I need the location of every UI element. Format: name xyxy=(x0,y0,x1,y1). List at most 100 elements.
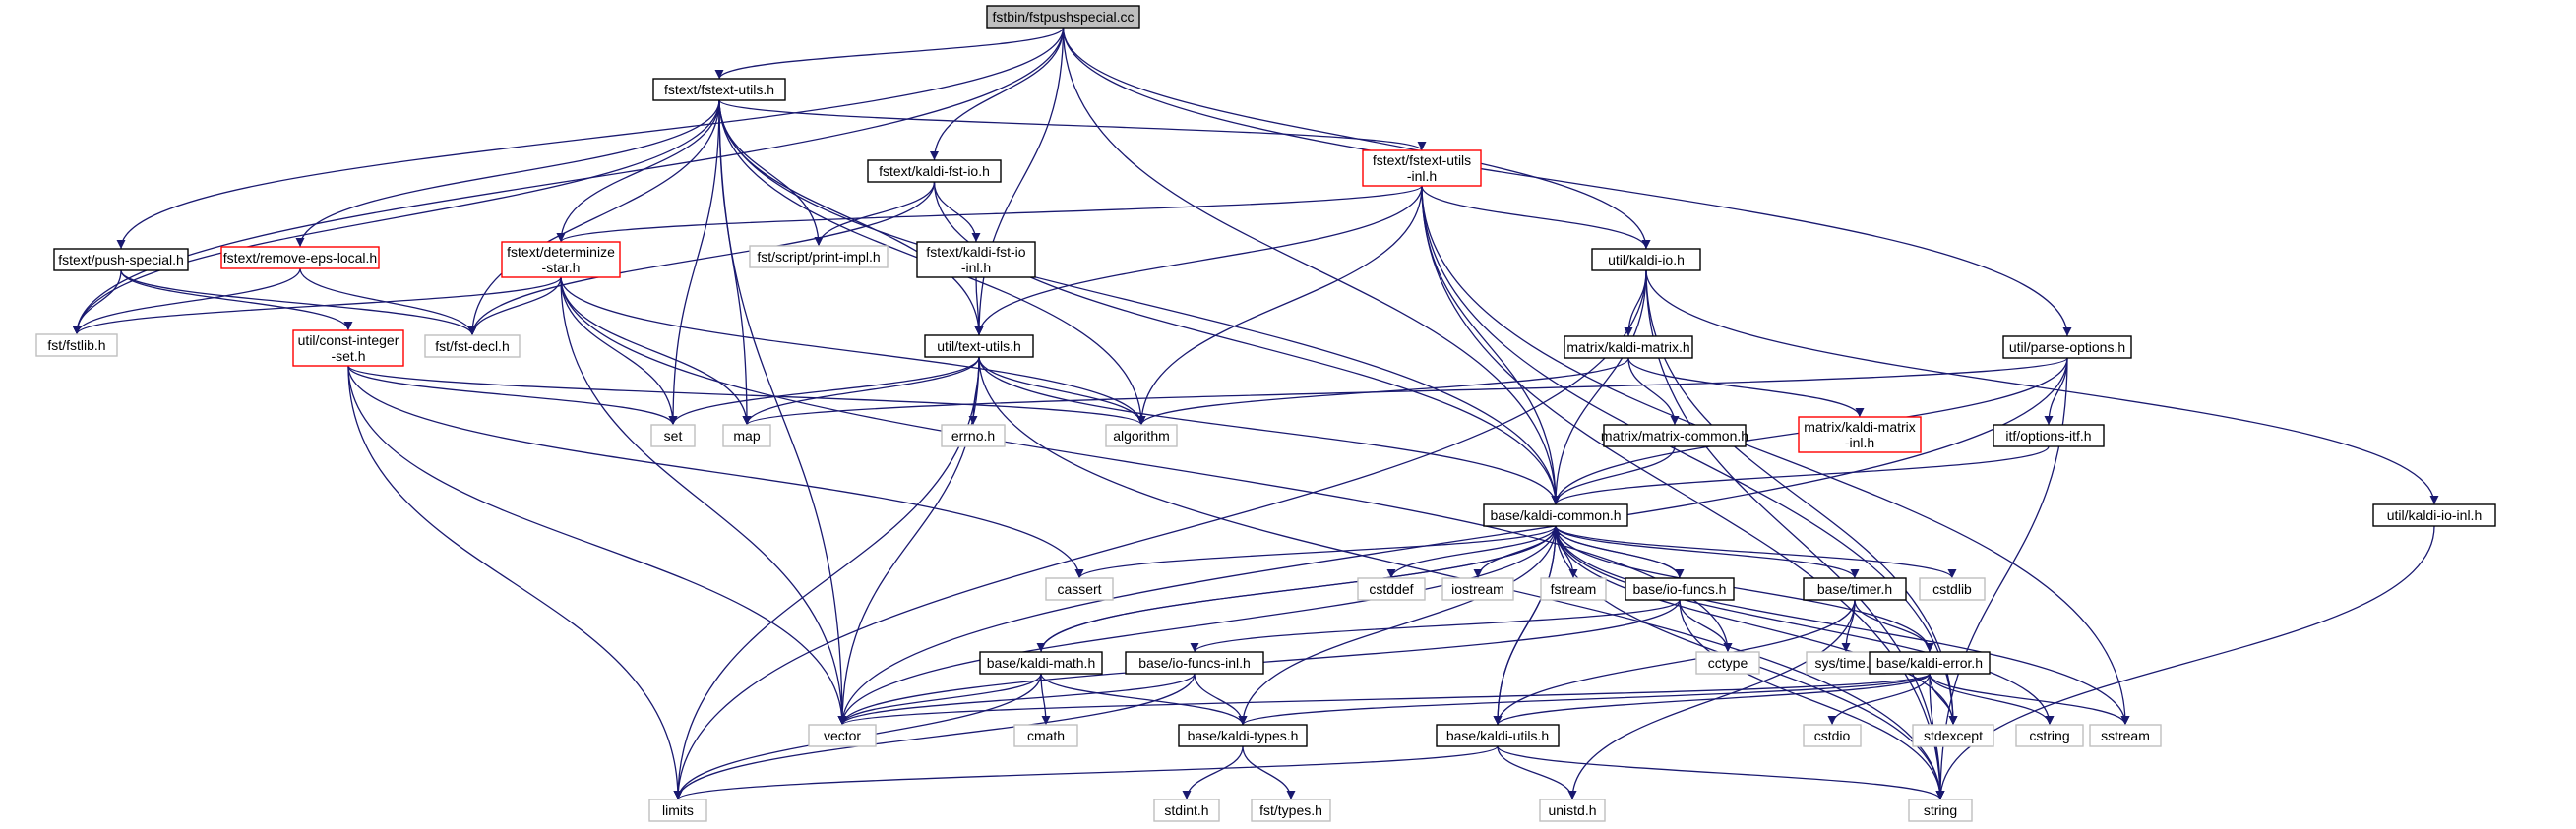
edge-kaldi_common-to-timer xyxy=(1555,525,1860,579)
node-box xyxy=(1125,651,1264,675)
node-sys-time: sys/time.h xyxy=(1806,651,1886,675)
node-kaldi-fst-io-inl[interactable]: fstext/kaldi-fst-io-inl.h xyxy=(916,241,1036,278)
node-vector: vector xyxy=(808,724,877,747)
node-label: fst/types.h xyxy=(1259,802,1322,818)
node-kaldi-types[interactable]: base/kaldi-types.h xyxy=(1178,724,1308,747)
node-io-funcs-inl[interactable]: base/io-funcs-inl.h xyxy=(1125,651,1264,675)
node-io-funcs[interactable]: base/io-funcs.h xyxy=(1625,577,1735,601)
edge-kaldi_error-to-kaldi_types xyxy=(1238,673,1931,726)
edge-push_special-to-fstlib xyxy=(72,269,122,335)
edge-determinize_star-to-algorithm xyxy=(560,276,1146,426)
node-fst-decl: fst/fst-decl.h xyxy=(424,334,521,358)
edge-kaldi_io-to-kaldi_common xyxy=(1551,269,1647,505)
node-label: sstream xyxy=(2101,728,2150,743)
node-matrix-common[interactable]: matrix/matrix-common.h xyxy=(1601,424,1748,447)
node-fstext-utils-inl[interactable]: fstext/fstext-utils-inl.h xyxy=(1362,149,1482,187)
edge-kaldi_math-to-kaldi_types xyxy=(1040,673,1248,726)
node-kaldi-utils[interactable]: base/kaldi-utils.h xyxy=(1436,724,1560,747)
edge-kaldi_common-to-kaldi_types xyxy=(1238,525,1557,726)
edge-fstext_utils_inl-to-sstream xyxy=(1421,185,2130,726)
node-options-itf[interactable]: itf/options-itf.h xyxy=(1993,424,2105,447)
node-label: map xyxy=(733,428,760,444)
node-label: fstbin/fstpushspecial.cc xyxy=(993,9,1135,25)
edge-const_integer_set-to-vector xyxy=(347,365,847,726)
node-kaldi-error[interactable]: base/kaldi-error.h xyxy=(1869,651,1991,675)
node-kaldi-io-inl[interactable]: util/kaldi-io-inl.h xyxy=(2372,503,2496,527)
node-fstpushspecial[interactable]: fstbin/fstpushspecial.cc xyxy=(986,5,1140,29)
node-box xyxy=(1603,424,1747,447)
edge-fstext_utils-to-fstlib xyxy=(72,99,720,335)
node-box xyxy=(1483,503,1628,527)
node-fstream: fstream xyxy=(1540,577,1607,601)
node-box xyxy=(1625,577,1735,601)
node-limits: limits xyxy=(648,799,707,822)
edge-kaldi_utils-to-unistd xyxy=(1497,745,1577,800)
node-kaldi-matrix-inl[interactable]: matrix/kaldi-matrix-inl.h xyxy=(1798,416,1922,453)
node-parse-options[interactable]: util/parse-options.h xyxy=(2002,335,2132,359)
node-cmath: cmath xyxy=(1013,724,1078,747)
node-kaldi-math[interactable]: base/kaldi-math.h xyxy=(979,651,1103,675)
node-box xyxy=(749,245,889,268)
node-box xyxy=(1178,724,1308,747)
node-box xyxy=(1695,651,1760,675)
node-push-special[interactable]: fstext/push-special.h xyxy=(53,248,189,271)
node-label: -inl.h xyxy=(1845,435,1874,450)
edge-determinize_star-to-fst_decl xyxy=(467,276,562,336)
node-box xyxy=(1045,577,1114,601)
edge-kaldi_common-to-sstream xyxy=(1555,525,2130,726)
node-box xyxy=(2372,503,2496,527)
node-label: sys/time.h xyxy=(1814,655,1876,671)
node-label: limits xyxy=(662,802,694,818)
node-box xyxy=(424,334,521,358)
node-timer[interactable]: base/timer.h xyxy=(1803,577,1907,601)
edge-text_utils-to-kaldi_common xyxy=(978,356,1561,505)
node-stdint: stdint.h xyxy=(1153,799,1220,822)
node-text-utils[interactable]: util/text-utils.h xyxy=(924,334,1034,358)
node-kaldi-io[interactable]: util/kaldi-io.h xyxy=(1591,248,1701,271)
node-remove-eps-local[interactable]: fstext/remove-eps-local.h xyxy=(220,246,380,269)
node-box xyxy=(220,246,380,269)
node-label: set xyxy=(664,428,683,444)
edge-io_funcs-to-cctype xyxy=(1679,599,1733,653)
node-determinize-star[interactable]: fstext/determinize-star.h xyxy=(501,241,621,278)
node-box xyxy=(722,424,771,447)
node-label: base/kaldi-types.h xyxy=(1188,728,1299,743)
node-stdexcept: stdexcept xyxy=(1912,724,1994,747)
node-label: cstdlib xyxy=(1932,581,1972,597)
node-label: matrix/matrix-common.h xyxy=(1601,428,1748,444)
node-box xyxy=(1357,577,1426,601)
node-box xyxy=(1908,799,1973,822)
node-box xyxy=(1441,577,1514,601)
node-cctype: cctype xyxy=(1695,651,1760,675)
node-matrix-kaldi-matrix[interactable]: matrix/kaldi-matrix.h xyxy=(1564,335,1693,359)
edge-fstext_utils_inl-to-string xyxy=(1421,185,1945,800)
node-cstdlib: cstdlib xyxy=(1919,577,1986,601)
node-box xyxy=(1105,424,1178,447)
edge-text_utils-to-map xyxy=(742,356,980,426)
node-label: vector xyxy=(824,728,861,743)
node-box xyxy=(1153,799,1220,822)
edge-fstext_utils-to-remove_eps_local xyxy=(295,99,720,248)
node-string: string xyxy=(1908,799,1973,822)
node-label: matrix/kaldi-matrix.h xyxy=(1566,339,1689,355)
node-kaldi-fst-io[interactable]: fstext/kaldi-fst-io.h xyxy=(867,159,1002,183)
node-const-integer-set[interactable]: util/const-integer-set.h xyxy=(292,329,404,367)
node-kaldi-common[interactable]: base/kaldi-common.h xyxy=(1483,503,1628,527)
edge-fstext_utils-to-vector xyxy=(718,99,847,726)
node-label: cstddef xyxy=(1369,581,1413,597)
node-cstddef: cstddef xyxy=(1357,577,1426,601)
edge-io_funcs_inl-to-limits xyxy=(673,673,1196,800)
edge-determinize_star-to-map xyxy=(560,276,752,426)
edge-fstext_utils-to-fst_decl xyxy=(467,99,720,336)
node-box xyxy=(941,424,1006,447)
node-label: base/kaldi-math.h xyxy=(987,655,1096,671)
node-label: base/io-funcs-inl.h xyxy=(1138,655,1251,671)
node-box xyxy=(2015,724,2084,747)
edge-kaldi_types-to-fst_types xyxy=(1242,745,1296,800)
node-label: util/kaldi-io-inl.h xyxy=(2387,507,2482,523)
node-unistd: unistd.h xyxy=(1539,799,1606,822)
node-box xyxy=(916,241,1036,278)
edge-kaldi_common-to-kaldi_error xyxy=(1555,525,1934,653)
node-fstext-utils[interactable]: fstext/fstext-utils.h xyxy=(652,78,786,101)
node-label: -inl.h xyxy=(1407,168,1437,184)
